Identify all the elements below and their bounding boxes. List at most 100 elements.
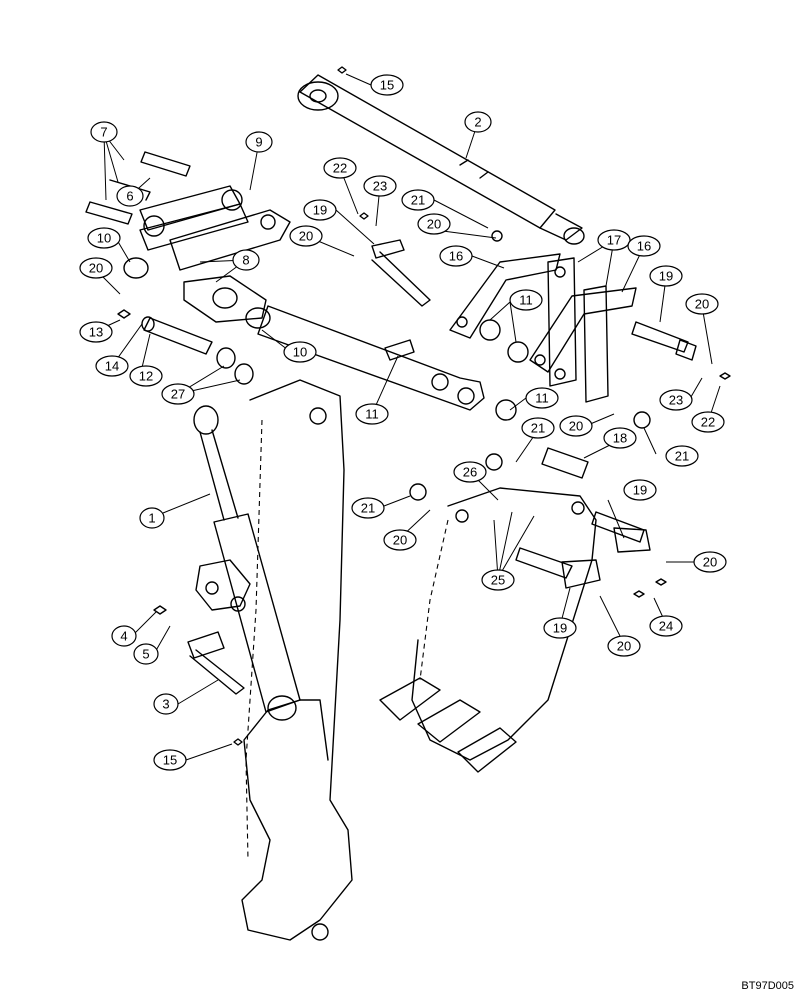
svg-text:24: 24: [659, 619, 673, 634]
pin-19-lower-a: [591, 511, 651, 553]
svg-text:7: 7: [100, 125, 107, 140]
svg-text:20: 20: [569, 419, 583, 434]
svg-text:16: 16: [449, 249, 463, 264]
callout: 21: [665, 445, 699, 467]
svg-text:21: 21: [361, 501, 375, 516]
svg-text:25: 25: [491, 573, 505, 588]
fittings: [117, 212, 731, 746]
callout: 8: [232, 249, 260, 271]
svg-text:26: 26: [463, 465, 477, 480]
callout: 21: [521, 417, 555, 439]
svg-text:19: 19: [659, 269, 673, 284]
svg-text:11: 11: [535, 391, 549, 406]
svg-text:20: 20: [703, 555, 717, 570]
callout: 23: [363, 175, 397, 197]
callout: 20: [289, 225, 323, 247]
callout: 14: [95, 355, 129, 377]
callout: 20: [559, 415, 593, 437]
svg-text:20: 20: [617, 639, 631, 654]
callout: 15: [153, 749, 187, 771]
svg-text:10: 10: [97, 231, 111, 246]
svg-text:4: 4: [120, 629, 127, 644]
pins-7: [85, 151, 191, 225]
callout: 19: [649, 265, 683, 287]
callout: 21: [401, 189, 435, 211]
callout: 22: [323, 157, 357, 179]
callout: 10: [283, 341, 317, 363]
svg-text:8: 8: [242, 253, 249, 268]
pin-19-right: [631, 321, 697, 361]
callout: 20: [383, 529, 417, 551]
callout: 23: [659, 389, 693, 411]
svg-text:20: 20: [299, 229, 313, 244]
svg-text:12: 12: [139, 369, 153, 384]
leader-lines: [93, 73, 721, 761]
bushing-18: [541, 447, 589, 479]
callout: 21: [351, 497, 385, 519]
callout: 5: [133, 643, 159, 665]
callout: 12: [129, 365, 163, 387]
svg-text:17: 17: [607, 233, 621, 248]
reference-code: BT97D005: [741, 980, 794, 992]
svg-text:23: 23: [669, 393, 683, 408]
svg-text:19: 19: [313, 203, 327, 218]
svg-text:20: 20: [695, 297, 709, 312]
callout: 4: [111, 625, 137, 647]
svg-text:20: 20: [427, 217, 441, 232]
bushing-11-a: [479, 319, 501, 341]
pin-3: [187, 631, 245, 695]
pin-12: [141, 316, 213, 355]
callout: 22: [691, 411, 725, 433]
bushing-11-b: [507, 341, 529, 363]
callout: 13: [79, 321, 113, 343]
svg-text:15: 15: [380, 78, 394, 93]
svg-text:16: 16: [637, 239, 651, 254]
cylinder-2: [297, 66, 585, 245]
bushing-10-right: [245, 307, 271, 329]
callout: 7: [90, 121, 118, 143]
callout: 11: [525, 387, 559, 409]
washer-27-b: [234, 363, 254, 385]
callout: 20: [693, 551, 727, 573]
cylinder-1: [193, 405, 301, 721]
callout: 11: [509, 289, 543, 311]
callout: 2: [464, 111, 492, 133]
svg-text:20: 20: [89, 261, 103, 276]
svg-text:18: 18: [613, 431, 627, 446]
callout: 6: [116, 185, 144, 207]
bracket-17: [547, 257, 609, 403]
callout: 19: [543, 617, 577, 639]
svg-text:14: 14: [105, 359, 119, 374]
callout: 19: [623, 479, 657, 501]
svg-text:11: 11: [519, 293, 533, 308]
callout: 16: [439, 245, 473, 267]
svg-text:1: 1: [148, 511, 155, 526]
bucket: [379, 487, 597, 773]
svg-text:22: 22: [701, 415, 715, 430]
svg-text:27: 27: [171, 387, 185, 402]
callout: 15: [370, 74, 404, 96]
bushing-10-left: [123, 257, 149, 279]
link-9: [139, 185, 291, 271]
callout: 3: [153, 693, 179, 715]
svg-text:3: 3: [162, 697, 169, 712]
dipper-arm: [195, 379, 353, 941]
bracket-16-left: [449, 253, 561, 339]
callout: 19: [303, 199, 337, 221]
pin-19-upper: [371, 239, 431, 307]
callout: 27: [161, 383, 195, 405]
callout: 24: [649, 615, 683, 637]
bracket-16-right: [529, 287, 637, 373]
callout: 16: [627, 235, 661, 257]
svg-text:19: 19: [633, 483, 647, 498]
svg-text:10: 10: [293, 345, 307, 360]
svg-text:21: 21: [411, 193, 425, 208]
link-8: [183, 275, 267, 323]
washer-27-a: [216, 347, 236, 369]
callout: 20: [417, 213, 451, 235]
bushing-11-c: [495, 399, 517, 421]
svg-text:20: 20: [393, 533, 407, 548]
svg-text:13: 13: [89, 325, 103, 340]
svg-text:9: 9: [255, 135, 262, 150]
svg-text:6: 6: [126, 189, 133, 204]
